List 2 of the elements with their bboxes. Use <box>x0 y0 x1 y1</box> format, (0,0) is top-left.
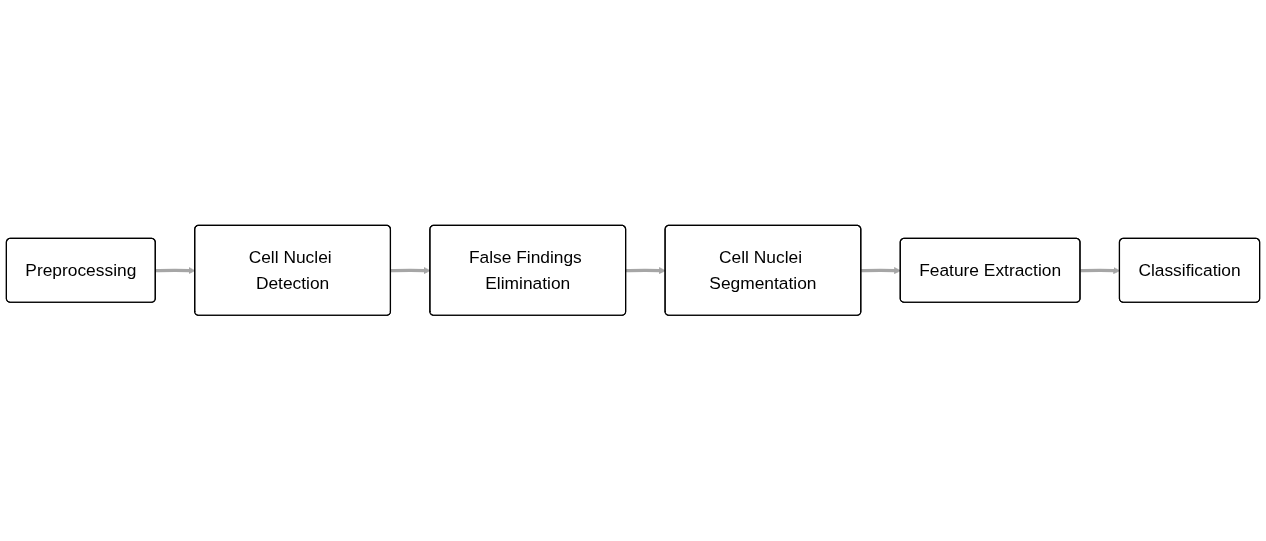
arrow <box>626 267 666 275</box>
arrow <box>861 267 901 275</box>
